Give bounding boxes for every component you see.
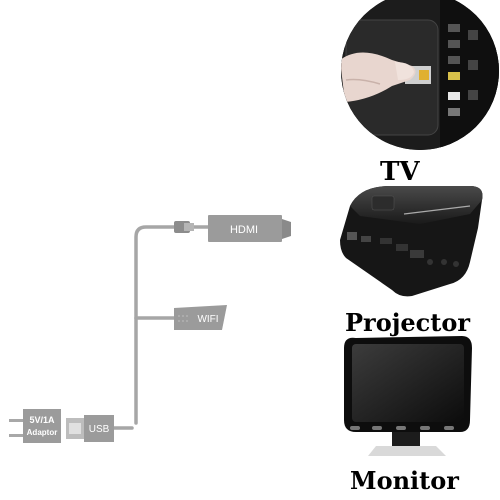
wifi-dongle: WIFI [174, 305, 227, 330]
monitor-label: Monitor [350, 466, 459, 495]
adaptor-label-line1: 5V/1A [29, 415, 55, 425]
cable-main [134, 225, 180, 425]
micro-usb-plug [174, 221, 194, 233]
adaptor-label-line2: Adaptor [27, 428, 58, 437]
tv-photo [341, 0, 499, 150]
usb-label: USB [89, 424, 110, 435]
monitor-image [344, 336, 472, 456]
hdmi-plug: HDMI [208, 215, 291, 242]
power-adaptor: 5V/1A Adaptor [9, 409, 61, 443]
projector-label: Projector [345, 308, 471, 337]
tv-label: TV [380, 157, 420, 187]
hdmi-label: HDMI [230, 224, 258, 236]
wifi-label: WIFI [197, 314, 218, 325]
usb-plug: USB [66, 415, 114, 442]
projector-image [340, 186, 483, 297]
